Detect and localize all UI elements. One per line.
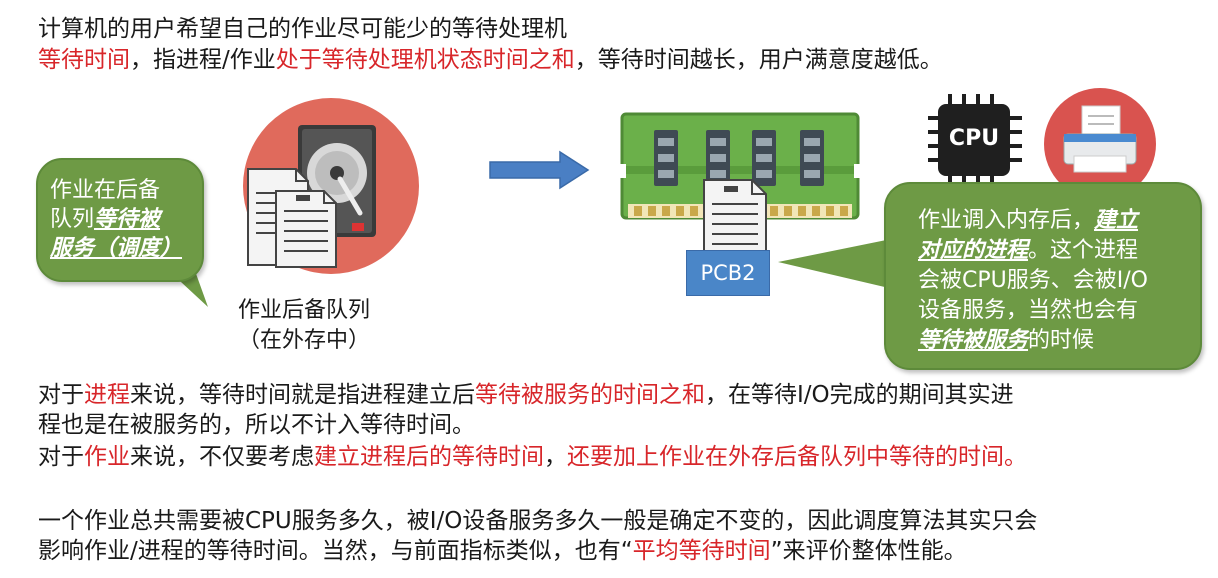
process-waiting-line-cont: 程也是在被服务的，所以不计入等待时间。 bbox=[38, 412, 475, 438]
job-waiting-line: 对于作业来说，不仅要考虑建立进程后的等待时间，还要加上作业在外存后备队列中等待的… bbox=[38, 442, 1027, 472]
cpu-chip-icon bbox=[928, 94, 1022, 186]
bubble-right-line5-emphasis: 等待被服务 bbox=[918, 328, 1029, 353]
highlight-text: 等待时间 bbox=[38, 47, 130, 73]
queue-caption: 作业后备队列 （在外存中） bbox=[214, 296, 394, 356]
bubble-left-line2-plain: 队列 bbox=[50, 207, 95, 232]
cpu-label: CPU bbox=[948, 126, 1000, 151]
bubble-left: 作业在后备 队列等待被 服务（调度） bbox=[36, 158, 204, 282]
highlight-text: 处于等待处理机状态时间之和 bbox=[275, 47, 575, 73]
body-text: ”来评价整体性能。 bbox=[770, 538, 967, 564]
body-text: 来说，等待时间就是指进程建立后 bbox=[130, 382, 475, 408]
highlight-text: 作业 bbox=[84, 444, 130, 470]
arrow-right-icon bbox=[489, 150, 590, 190]
bubble-right-line2-plain: 。这个进程 bbox=[1028, 238, 1139, 263]
body-text: ，指进程/作业 bbox=[130, 47, 276, 73]
process-waiting-line: 对于进程来说，等待时间就是指进程建立后等待被服务的时间之和，在等待I/O完成的期… bbox=[38, 380, 1014, 410]
bubble-right-line4: 设备服务，当然也会有 bbox=[918, 298, 1139, 323]
highlight-text: 进程 bbox=[84, 382, 130, 408]
body-text: 对于 bbox=[38, 444, 84, 470]
highlight-text: 建立进程后的等待时间 bbox=[314, 444, 544, 470]
printer-icon bbox=[1044, 88, 1156, 200]
body-text: 对于 bbox=[38, 382, 84, 408]
highlight-text: 等待被服务的时间之和 bbox=[475, 382, 705, 408]
queue-caption-subtitle: （在外存中） bbox=[237, 328, 370, 353]
body-text: 影响作业/进程的等待时间。当然，与前面指标类似，也有“ bbox=[38, 538, 633, 564]
bubble-right-line1-emphasis: 建立 bbox=[1094, 208, 1139, 233]
body-text: ，等待时间越长，用户满意度越低。 bbox=[574, 47, 943, 73]
bubble-right-line1-plain: 作业调入内存后， bbox=[918, 208, 1095, 233]
document-stack-icon bbox=[247, 168, 337, 268]
pcb-label: PCB2 bbox=[686, 250, 770, 296]
conclusion-line: 一个作业总共需要被CPU服务多久，被I/O设备服务多久一般是确定不变的，因此调度… bbox=[38, 508, 1038, 534]
bubble-right-line3: 会被CPU服务、会被I/O bbox=[918, 268, 1148, 293]
bubble-right-line2-emphasis: 对应的进程 bbox=[918, 238, 1029, 263]
bubble-right-line5-plain: 的时候 bbox=[1028, 328, 1095, 353]
body-text: ，在等待I/O完成的期间其实进 bbox=[705, 382, 1014, 408]
intro-line: 计算机的用户希望自己的作业尽可能少的等待处理机 bbox=[38, 16, 567, 42]
bubble-left-line1: 作业在后备 bbox=[50, 178, 161, 203]
highlight-text: 还要加上作业在外存后备队列中等待的时间。 bbox=[567, 444, 1027, 470]
body-text: 来说，不仅要考虑 bbox=[130, 444, 314, 470]
bubble-left-line3-emphasis: 服务（调度） bbox=[50, 236, 183, 261]
pcb-document-icon bbox=[703, 179, 767, 257]
waiting-time-definition: 等待时间，指进程/作业处于等待处理机状态时间之和，等待时间越长，用户满意度越低。 bbox=[38, 45, 943, 75]
bubble-right: 作业调入内存后，建立 对应的进程。这个进程 会被CPU服务、会被I/O 设备服务… bbox=[884, 182, 1202, 370]
memory-module-icon bbox=[620, 112, 860, 220]
body-text: ， bbox=[544, 444, 567, 470]
queue-caption-title: 作业后备队列 bbox=[237, 298, 370, 323]
conclusion-line-cont: 影响作业/进程的等待时间。当然，与前面指标类似，也有“平均等待时间”来评价整体性… bbox=[38, 536, 967, 566]
highlight-text: 平均等待时间 bbox=[632, 538, 771, 564]
bubble-right-tail bbox=[778, 236, 906, 292]
bubble-left-line2-emphasis: 等待被 bbox=[94, 207, 161, 232]
